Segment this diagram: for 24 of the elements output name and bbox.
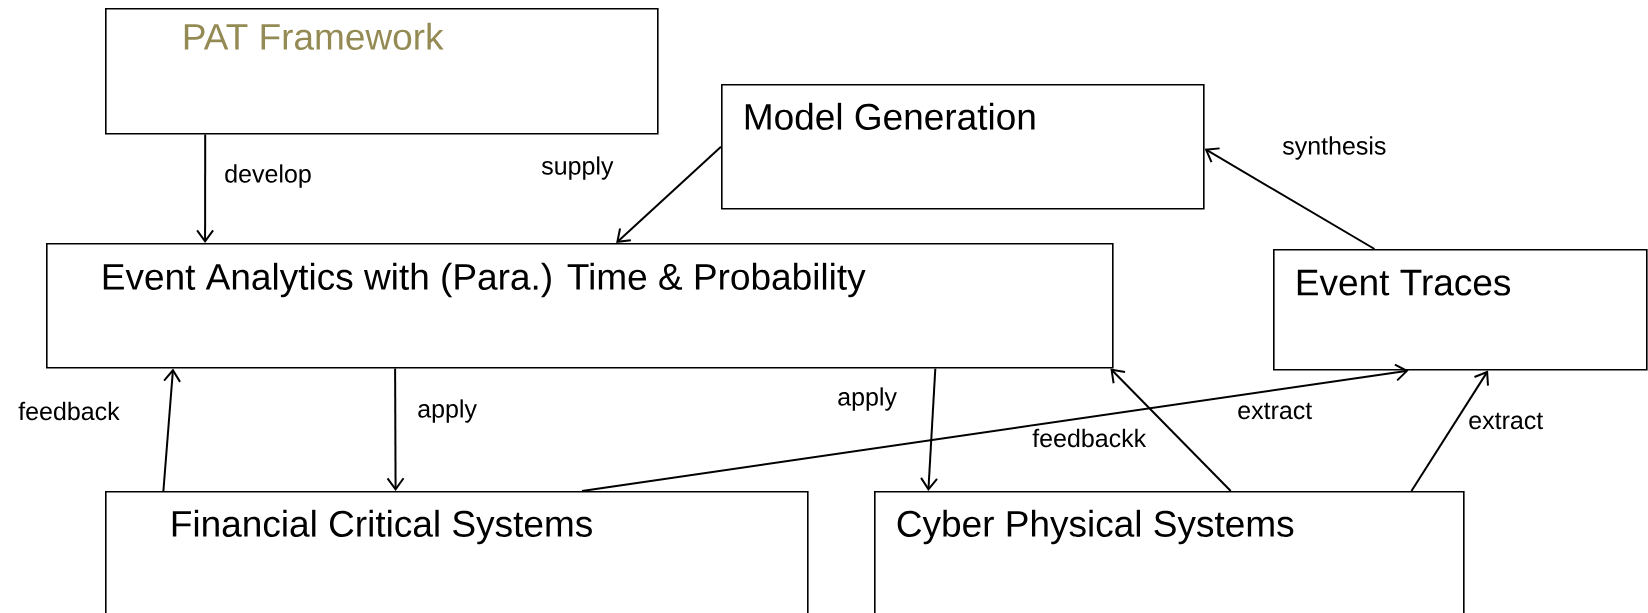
- edge-label: feedbackk: [1030, 426, 1149, 450]
- edge-label: apply: [415, 397, 479, 425]
- text-box: Model Generation: [721, 84, 1205, 210]
- arrow: [1410, 370, 1489, 492]
- arrow: [920, 367, 939, 491]
- arrow: [386, 367, 405, 491]
- edge-label: synthesis: [1280, 134, 1389, 162]
- edge-label: extract: [1466, 410, 1546, 432]
- text-box: Event Analytics with (Para.) Time & Probability: [46, 243, 1114, 369]
- arrow: [1110, 368, 1232, 492]
- arrow: [616, 145, 722, 243]
- edge-label: apply: [835, 385, 899, 413]
- text-box: Event Traces: [1273, 249, 1648, 371]
- arrow: [196, 133, 215, 243]
- arrow: [581, 363, 1409, 492]
- text-box: Cyber Physical Systems: [874, 491, 1465, 613]
- edge-label: supply: [539, 154, 616, 182]
- edge-label: develop: [222, 162, 314, 190]
- arrow: [162, 368, 182, 492]
- edge-label: feedback: [16, 399, 122, 423]
- arrow: [1204, 147, 1376, 250]
- text-box: Financial Critical Systems: [105, 491, 809, 613]
- edge-label: extract: [1235, 400, 1315, 422]
- text-box: PAT Framework: [105, 8, 659, 135]
